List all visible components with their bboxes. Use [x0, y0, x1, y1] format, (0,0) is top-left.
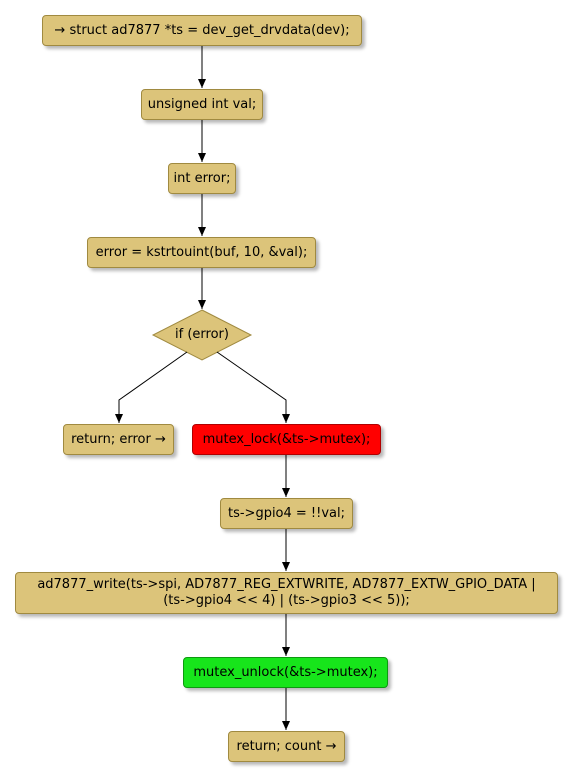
decision-label: if (error) — [175, 327, 229, 342]
return-count-node: return; count → — [228, 731, 345, 762]
ad7877-write-line-1: ad7877_write(ts->spi, AD7877_REG_EXTWRIT… — [37, 577, 536, 592]
declare-error-node: int error; — [168, 163, 236, 194]
declare-val-node: unsigned int val; — [141, 89, 263, 120]
edge-condition-to-lock — [216, 351, 290, 423]
mutex-unlock-node: mutex_unlock(&ts->mutex); — [183, 657, 388, 688]
ad7877-write-line-2: (ts->gpio4 << 4) | (ts->gpio3 << 5)); — [163, 593, 410, 608]
start-node: → struct ad7877 *ts = dev_get_drvdata(de… — [42, 15, 362, 46]
edge-condition-to-return-error — [115, 351, 188, 423]
return-error-node: return; error → — [63, 424, 174, 455]
mutex-lock-node: mutex_lock(&ts->mutex); — [192, 424, 381, 455]
ad7877-write-node: ad7877_write(ts->spi, AD7877_REG_EXTWRIT… — [15, 572, 558, 614]
kstrtouint-node: error = kstrtouint(buf, 10, &val); — [87, 237, 316, 268]
decision-diamond — [151, 309, 253, 361]
assign-gpio4-node: ts->gpio4 = !!val; — [220, 498, 353, 529]
